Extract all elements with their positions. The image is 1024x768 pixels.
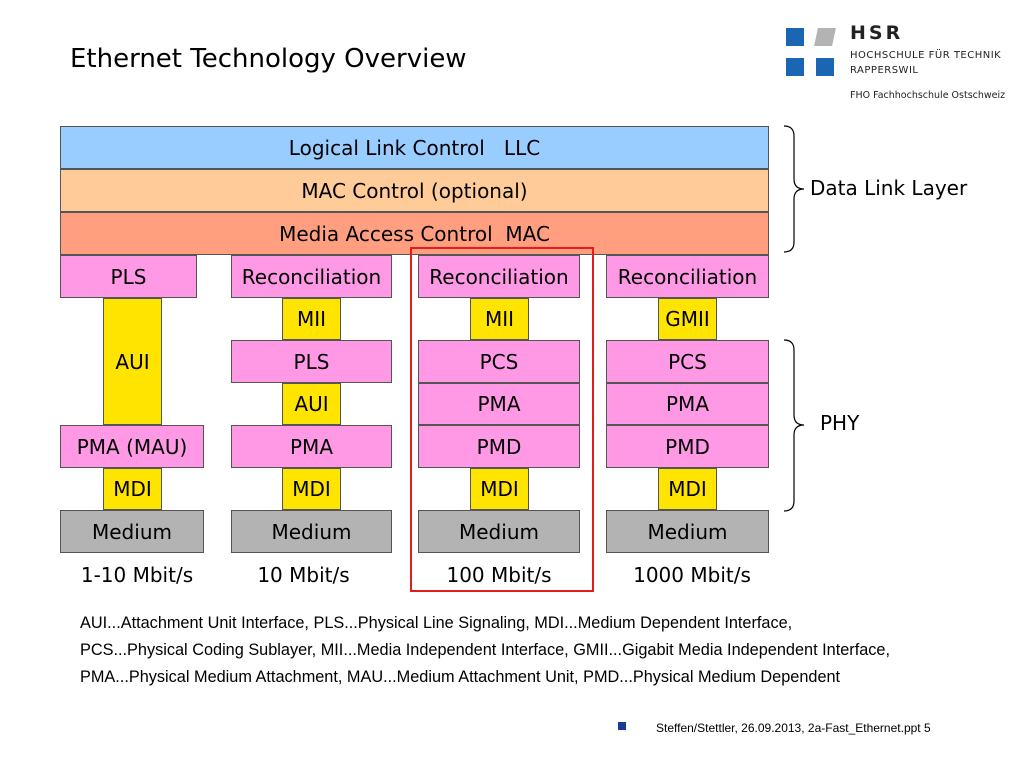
col1-pls: PLS (60, 255, 197, 298)
data-link-brace (783, 125, 805, 253)
col4-gmii: GMII (658, 298, 717, 340)
col2-pma: PMA (231, 425, 392, 468)
logo-line-1: HOCHSCHULE FÜR TECHNIK (850, 50, 1002, 61)
col4-mdi: MDI (658, 468, 717, 510)
col3-mii: MII (470, 298, 529, 340)
footnote-line-2: PCS...Physical Coding Sublayer, MII...Me… (80, 641, 890, 659)
col4-reconciliation: Reconciliation (606, 255, 769, 298)
logo-line-3: FHO Fachhochschule Ostschweiz (850, 90, 1006, 101)
logo-square-3 (786, 58, 804, 76)
col1-medium: Medium (60, 510, 204, 553)
col2-mdi: MDI (282, 468, 341, 510)
col4-pcs: PCS (606, 340, 769, 383)
col1-aui: AUI (103, 298, 162, 425)
col3-medium: Medium (418, 510, 580, 553)
col3-pcs: PCS (418, 340, 580, 383)
phy-brace (783, 339, 805, 512)
footer-text: Steffen/Stettler, 26.09.2013, 2a-Fast_Et… (656, 721, 931, 735)
logo-name: HSR (850, 22, 904, 44)
logo-square-1 (786, 28, 804, 46)
logo-square-4 (816, 58, 834, 76)
col1-pma: PMA (MAU) (60, 425, 204, 468)
col3-speed: 100 Mbit/s (446, 563, 552, 587)
col2-reconciliation: Reconciliation (231, 255, 392, 298)
page-title: Ethernet Technology Overview (70, 44, 467, 74)
col4-medium: Medium (606, 510, 769, 553)
hsr-logo: HSR HOCHSCHULE FÜR TECHNIK RAPPERSWIL FH… (780, 20, 1020, 110)
phy-label: PHY (820, 411, 860, 435)
col2-pls: PLS (231, 340, 392, 383)
logo-square-2 (814, 28, 836, 46)
col1-speed: 1-10 Mbit/s (80, 563, 194, 587)
data-link-layer-label: Data Link Layer (810, 176, 968, 200)
highlight-frame (410, 247, 594, 592)
col3-reconciliation: Reconciliation (418, 255, 580, 298)
col2-medium: Medium (231, 510, 392, 553)
col2-speed: 10 Mbit/s (257, 563, 350, 587)
col3-pmd: PMD (418, 425, 580, 468)
col3-mdi: MDI (470, 468, 529, 510)
col2-mii: MII (282, 298, 341, 340)
col1-mdi: MDI (103, 468, 162, 510)
footnote-line-3: PMA...Physical Medium Attachment, MAU...… (80, 668, 841, 686)
footer-bullet (618, 722, 626, 730)
abbreviation-footnote: AUI...Attachment Unit Interface, PLS...P… (80, 610, 1020, 691)
col2-aui: AUI (282, 383, 341, 425)
col4-pmd: PMD (606, 425, 769, 468)
col4-pma: PMA (606, 383, 769, 425)
llc-layer: Logical Link Control LLC (60, 126, 769, 169)
logo-line-2: RAPPERSWIL (850, 65, 919, 76)
footnote-line-1: AUI...Attachment Unit Interface, PLS...P… (80, 614, 793, 632)
mac-control-layer: MAC Control (optional) (60, 169, 769, 212)
col4-speed: 1000 Mbit/s (633, 563, 751, 587)
col3-pma: PMA (418, 383, 580, 425)
